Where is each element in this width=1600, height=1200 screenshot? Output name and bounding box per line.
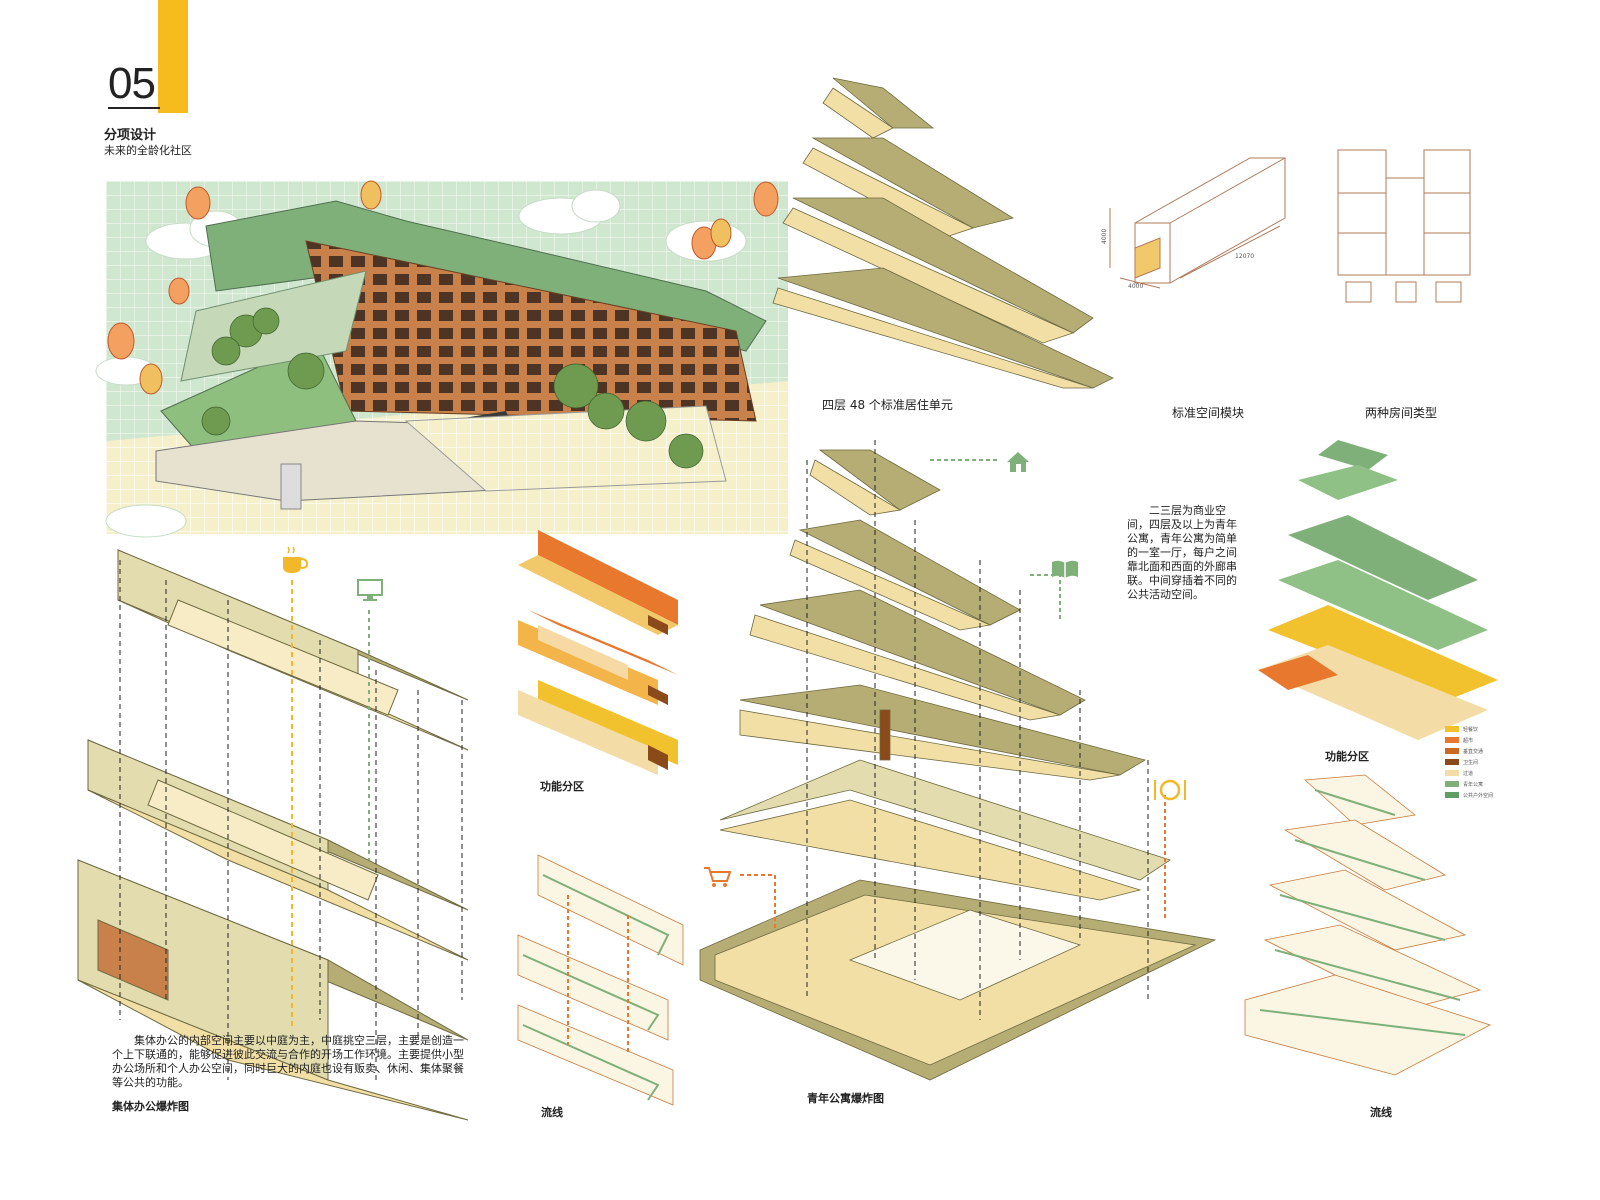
legend-item: 公共户外空间	[1445, 790, 1493, 800]
office-description: 集体办公的内部空间主要以中庭为主，中庭挑空三层，主要是创造一个上下联通的，能够促…	[112, 1034, 464, 1089]
page-number: 05	[108, 59, 156, 108]
home-icon	[1007, 452, 1029, 472]
flow-diagram-left	[517, 854, 684, 1106]
section-title: 分项设计	[104, 128, 157, 143]
section-subtitle: 未来的全龄化社区	[104, 144, 192, 157]
monitor-icon	[357, 579, 383, 601]
office-explode-label: 集体办公爆炸图	[112, 1100, 189, 1113]
legend-item: 卫生间	[1445, 757, 1493, 767]
apartment-explode-diagram	[699, 440, 1217, 1081]
function-zone-diagram-right	[1258, 440, 1498, 740]
legend-item: 轻餐饮	[1445, 724, 1493, 734]
room-types-label: 两种房间类型	[1365, 406, 1438, 420]
legend-item: 过道	[1445, 768, 1493, 778]
flow-diagram-right	[1244, 774, 1492, 1076]
apartment-explode-label: 青年公寓爆炸图	[807, 1092, 884, 1105]
office-explode-diagram	[77, 549, 469, 1121]
dining-icon	[1154, 779, 1186, 801]
standard-module-diagram: 4000 4000 12070	[1101, 157, 1286, 290]
aerial-rendering	[95, 180, 788, 538]
function-zone-label-left: 功能分区	[540, 780, 584, 793]
floor4-units-label: 四层 48 个标准居住单元	[822, 398, 953, 412]
function-legend: 轻餐饮 超市 垂直交通 卫生间 过道 青年公寓 公共户外空间	[1445, 724, 1493, 801]
page-number-underline	[108, 107, 160, 109]
flow-label-right: 流线	[1370, 1106, 1392, 1119]
cafe-icon	[283, 546, 309, 573]
standard-module-label: 标准空间模块	[1172, 406, 1245, 420]
height-dimension: 4000	[1101, 229, 1108, 244]
legend-item: 垂直交通	[1445, 746, 1493, 756]
width-dimension: 4000	[1128, 283, 1143, 290]
legend-item: 青年公寓	[1445, 779, 1493, 789]
apartment-description: 二三层为商业空间，四层及以上为青年公寓，青年公寓为简单的一室一厅，每户之间靠北面…	[1127, 504, 1237, 601]
room-types-plan	[1337, 149, 1471, 303]
function-zone-label-right: 功能分区	[1325, 750, 1369, 763]
legend-item: 超市	[1445, 735, 1493, 745]
cart-icon	[704, 867, 732, 887]
book-icon	[1052, 560, 1078, 578]
length-dimension: 12070	[1235, 253, 1254, 260]
accent-bar	[158, 0, 188, 113]
floor4-units-diagram	[772, 77, 1114, 389]
flow-label-left: 流线	[541, 1106, 563, 1119]
function-zone-diagram-left	[518, 530, 678, 775]
